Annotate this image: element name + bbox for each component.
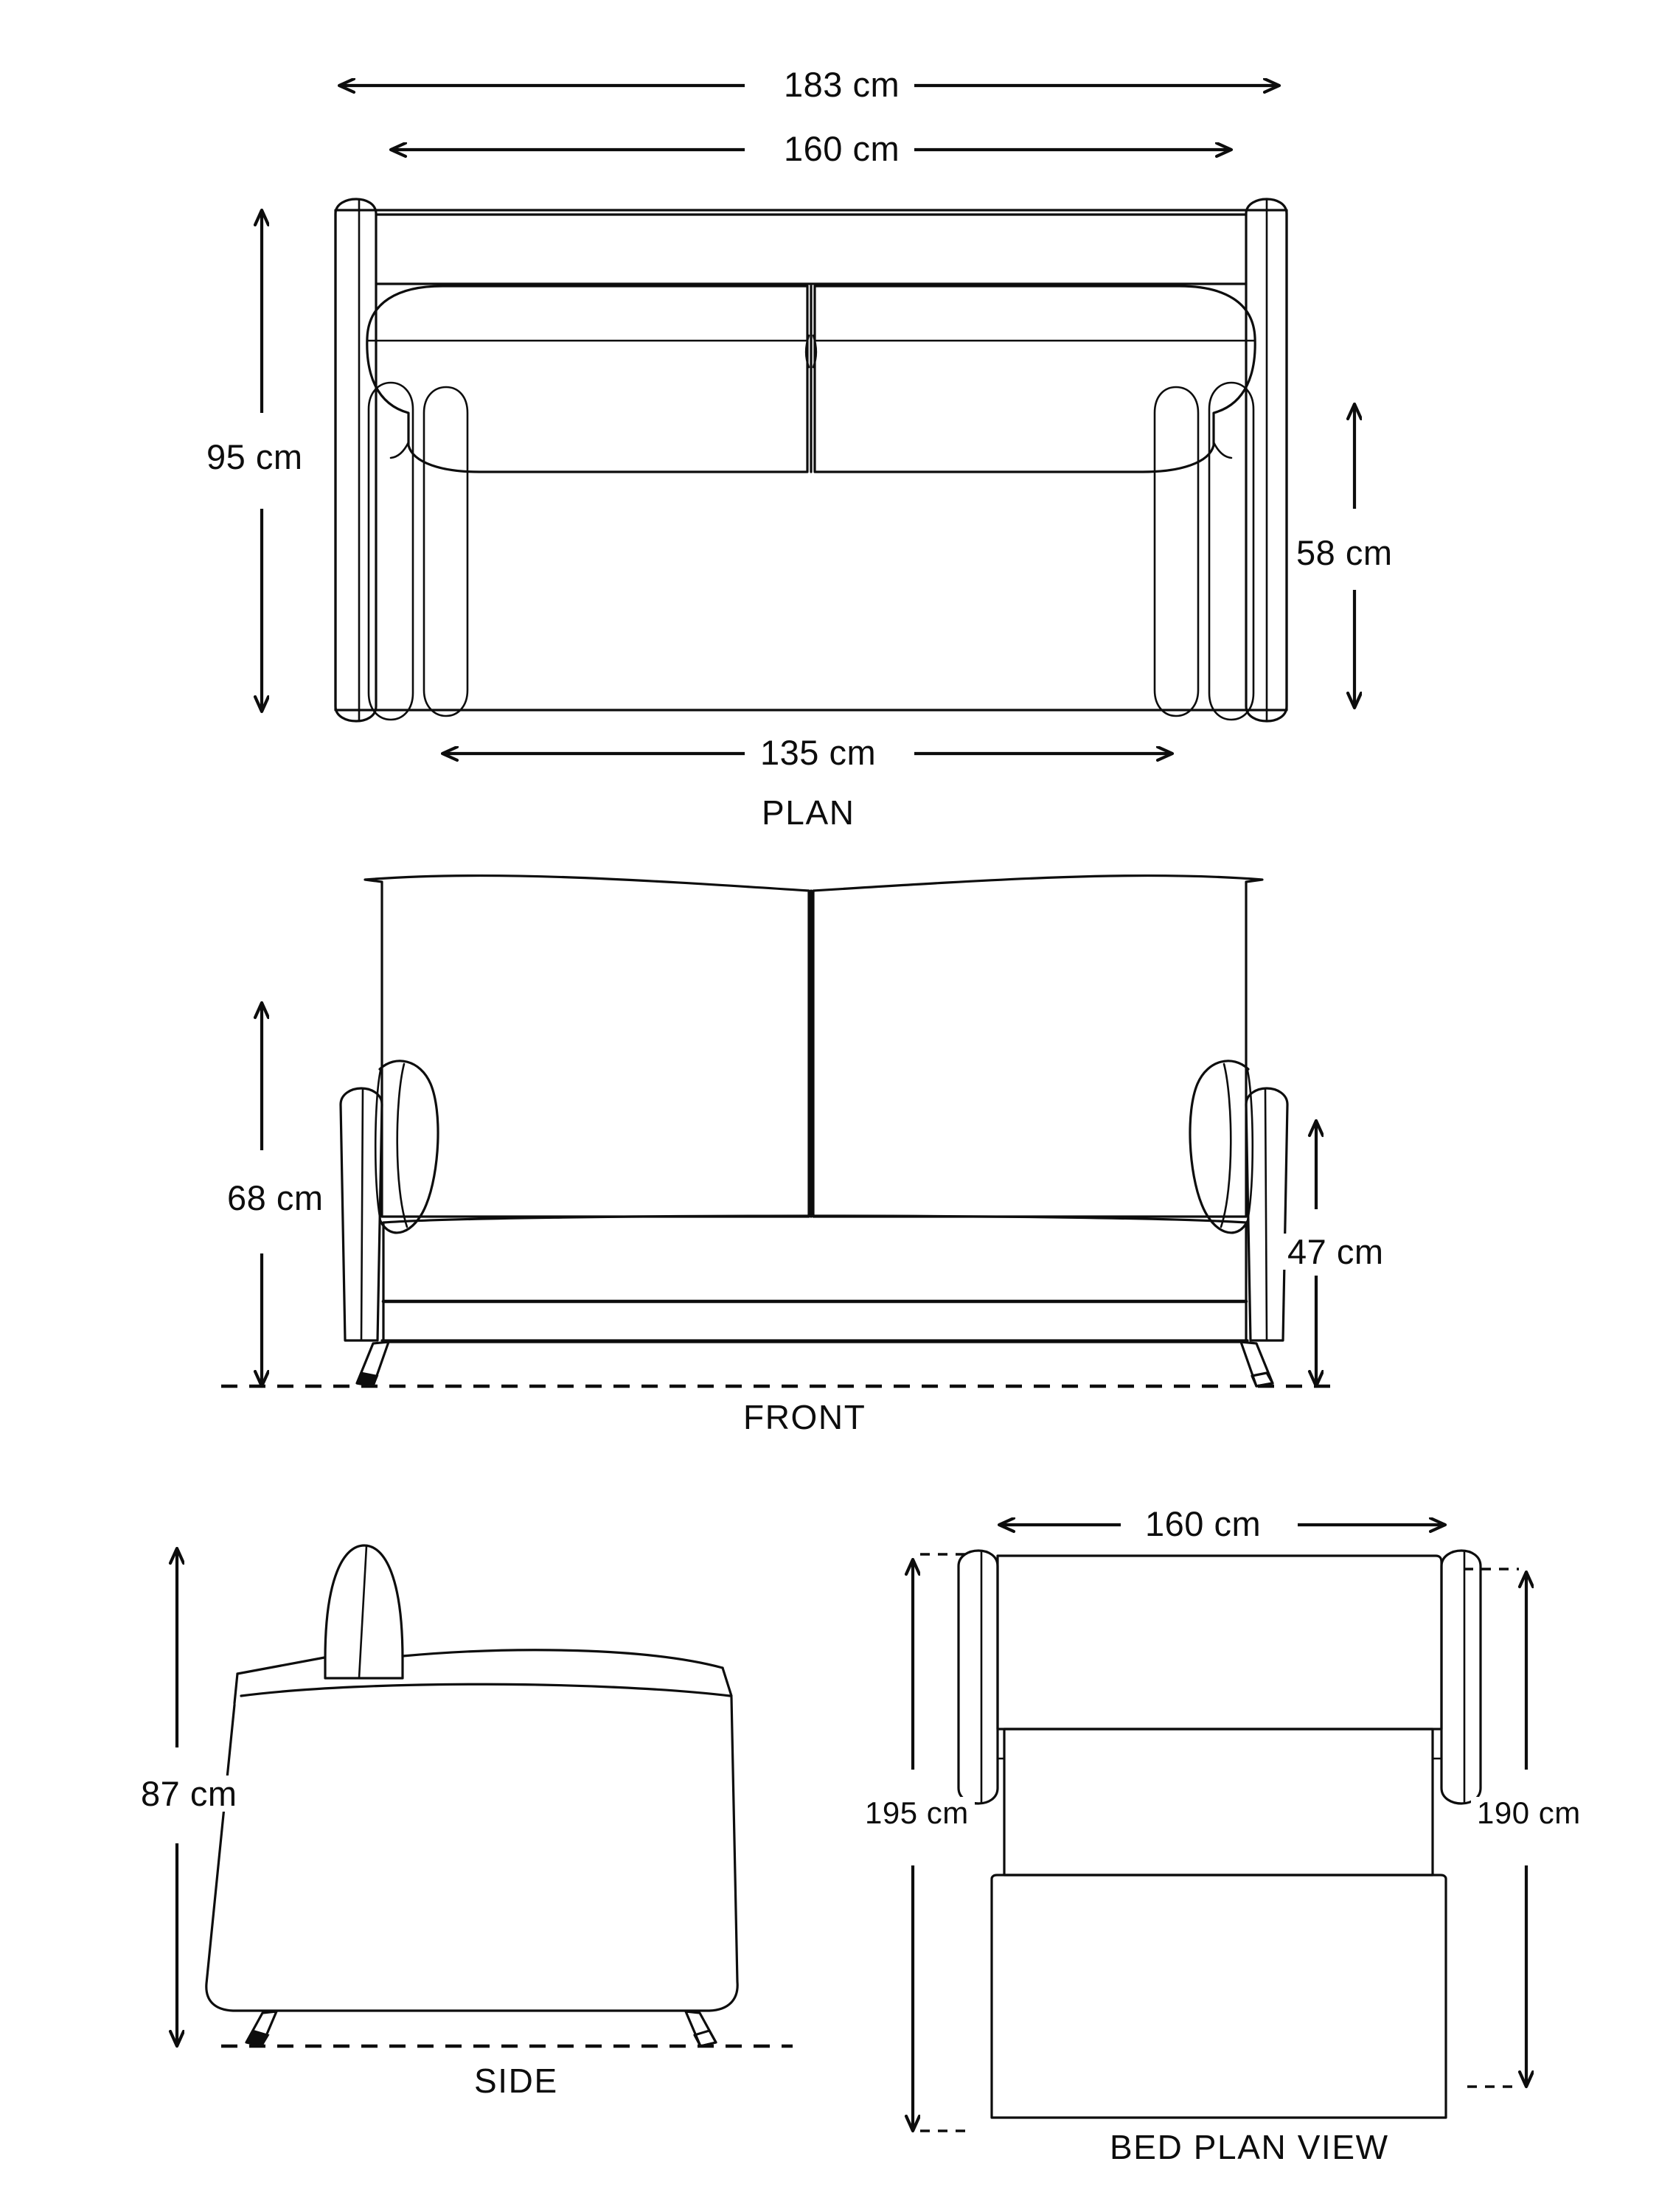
side-caption: SIDE	[474, 2062, 558, 2100]
front-caption: FRONT	[743, 1398, 866, 1436]
bed-length-left-label: 195 cm	[859, 1796, 975, 1830]
plan-caption: PLAN	[762, 793, 855, 832]
side-view-geometry	[205, 1544, 739, 2048]
bed-width-label: 160 cm	[1139, 1506, 1267, 1542]
side-height-label: 87 cm	[135, 1775, 243, 1812]
plan-view-geometry	[334, 198, 1288, 723]
bed-dimension-195	[1, 1559, 913, 2131]
bed-length-right-label: 190 cm	[1471, 1796, 1587, 1830]
front-view-geometry	[339, 874, 1289, 1388]
bed-plan-geometry	[957, 1549, 1482, 2119]
plan-seat-width-label: 135 cm	[754, 734, 883, 771]
front-height-label: 68 cm	[221, 1180, 330, 1216]
plan-width-inner-label: 160 cm	[778, 131, 906, 167]
front-arm-height-label: 47 cm	[1281, 1234, 1390, 1270]
plan-width-outer-label: 183 cm	[778, 66, 906, 102]
plan-depth-label: 95 cm	[201, 439, 309, 475]
bed-plan-caption: BED PLAN VIEW	[1110, 2128, 1389, 2166]
plan-seat-depth-label: 58 cm	[1290, 535, 1399, 571]
